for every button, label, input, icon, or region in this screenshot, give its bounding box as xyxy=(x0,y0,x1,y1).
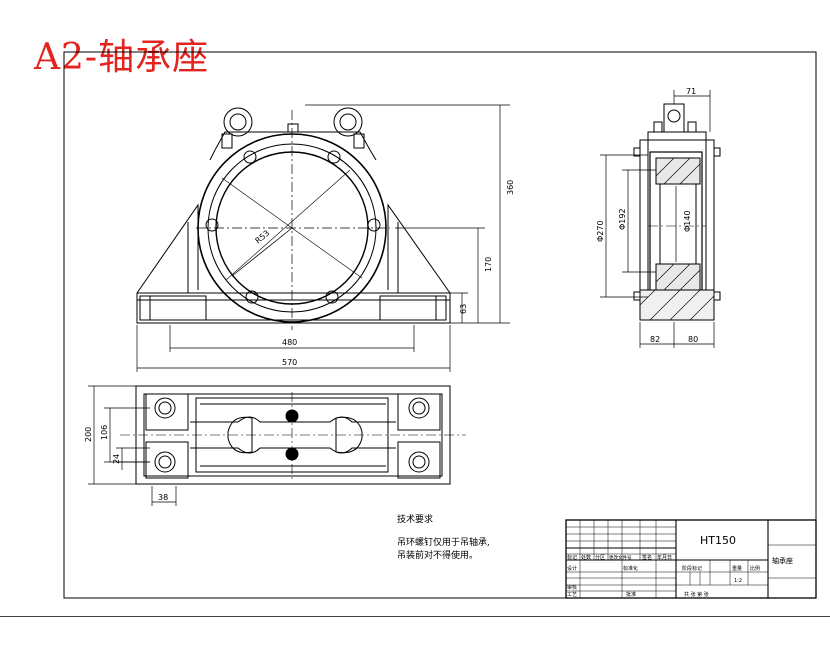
notes-line-2: 吊装前对不得使用。 xyxy=(397,551,479,561)
technical-notes: 技术要求 吊环螺钉仅用于吊轴承, 吊装前对不得使用。 xyxy=(397,514,490,563)
tb-sheet-label: 共 张 第 张 xyxy=(684,591,709,598)
tb-row-check: 审核 xyxy=(567,584,577,591)
drawing-border xyxy=(63,51,817,599)
tb-row-design: 设计 xyxy=(567,565,577,572)
top-dimensions xyxy=(88,385,177,506)
side-dimensions xyxy=(600,90,715,348)
dim-side-top: 71 xyxy=(686,87,696,96)
dim-top-width-small: 38 xyxy=(158,493,168,502)
dim-side-bottom-left: 82 xyxy=(650,335,660,344)
side-view xyxy=(633,103,721,321)
dim-top-height-mid: 106 xyxy=(100,425,109,440)
page-bottom-rule xyxy=(0,616,830,617)
title-block-labels: HT150 轴承座 1:2 标记 处数 分区 更改文件号 签名 年月日 设计 标… xyxy=(567,534,793,598)
tb-col-label-0: 标记 xyxy=(567,554,577,561)
front-dimensions xyxy=(136,104,510,372)
tb-row-standard: 标准化 xyxy=(623,565,638,572)
dim-top-height-total: 200 xyxy=(84,427,93,442)
tb-col-label-4: 签名 xyxy=(642,554,652,561)
dim-side-dia-inner: Φ140 xyxy=(683,210,692,232)
tb-scale-label: 比例 xyxy=(750,565,760,572)
tb-stage-label: 阶段标记 xyxy=(682,565,702,572)
dim-side-dia-mid: Φ192 xyxy=(618,208,627,230)
front-view xyxy=(136,107,451,330)
tb-part-name: 轴承座 xyxy=(772,556,793,565)
dim-width-total: 570 xyxy=(282,358,297,367)
tb-weight-label: 重量 xyxy=(732,565,742,572)
tb-row-process: 工艺 xyxy=(567,592,577,598)
dim-height-center: 170 xyxy=(484,257,493,272)
tb-scale: 1:2 xyxy=(734,578,742,584)
dim-top-height-small: 24 xyxy=(112,454,121,464)
notes-heading: 技术要求 xyxy=(397,515,434,525)
notes-line-1: 吊环螺钉仅用于吊轴承, xyxy=(397,538,490,548)
drawing-title: A2-轴承座 xyxy=(34,37,210,78)
dim-side-bottom-right: 80 xyxy=(688,335,698,344)
dim-side-dia-outer: Φ270 xyxy=(596,220,605,242)
dim-radius: R53 xyxy=(254,229,272,246)
tb-col-label-1: 处数 xyxy=(581,554,591,561)
tb-col-label-2: 分区 xyxy=(595,554,605,561)
dimension-labels: 360 170 63 R53 480 570 71 Φ270 Φ192 Φ140… xyxy=(84,87,698,502)
tb-col-label-3: 更改文件号 xyxy=(609,554,632,561)
dim-width-bolt: 480 xyxy=(282,338,297,347)
tb-row-approve: 批准 xyxy=(626,591,636,598)
tb-material: HT150 xyxy=(700,534,736,547)
title-block xyxy=(565,519,817,599)
dim-height-base: 63 xyxy=(459,304,468,314)
dim-height-total: 360 xyxy=(506,180,515,195)
top-view xyxy=(120,385,466,485)
tb-col-label-5: 年月日 xyxy=(657,554,672,561)
